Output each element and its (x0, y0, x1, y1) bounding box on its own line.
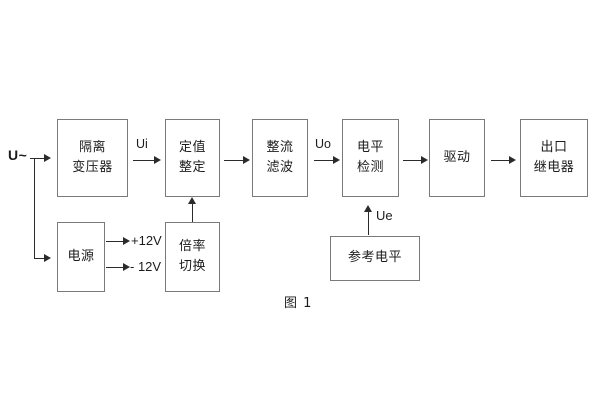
branch-to-transformer-arrowhead (44, 154, 51, 162)
block-output-relay-line-1: 出口 (540, 139, 568, 155)
block-isolation-transformer-line-1: 隔离 (78, 139, 106, 155)
block-level-detect-line-1: 电平 (356, 139, 384, 155)
block-isolation-transformer[interactable]: 隔离 变压器 (57, 119, 128, 197)
arrow-reference-to-level-arrowhead (364, 205, 372, 212)
arrow-drive-to-output-arrowhead (509, 156, 516, 164)
signal-label-uo: Uo (315, 137, 331, 151)
block-reference-level[interactable]: 参考电平 (330, 236, 420, 281)
block-multiplier-switch-line-1: 倍率 (178, 238, 206, 254)
block-rectify-filter-line-2: 滤波 (266, 160, 294, 175)
arrow-drive-to-output-line (491, 160, 512, 161)
arrow-setting-to-rectify-line (224, 160, 245, 161)
arrow-multiplier-to-setting-line (192, 203, 193, 222)
block-level-detect-line-2: 检测 (356, 160, 384, 175)
block-level-detect[interactable]: 电平 检测 (342, 119, 399, 197)
rail-positive-label: +12V (131, 233, 162, 248)
block-setting-value-line-2: 整定 (178, 160, 206, 175)
arrow-multiplier-to-setting-arrowhead (188, 197, 196, 204)
branch-to-power-arrowhead (44, 254, 51, 262)
arrow-reference-to-level-line (368, 211, 369, 235)
block-power-supply[interactable]: 电源 (57, 222, 105, 292)
block-multiplier-switch[interactable]: 倍率 切换 (165, 222, 220, 292)
block-rectify-filter[interactable]: 整流 滤波 (252, 119, 308, 197)
signal-label-ui: Ui (136, 137, 148, 151)
arrow-setting-to-rectify-arrowhead (243, 156, 250, 164)
arrow-rectify-to-level-line (314, 160, 335, 161)
source-label-u-ac: U~ (8, 147, 28, 163)
block-power-supply-line-1: 电源 (67, 248, 95, 264)
rail-negative-arrowhead (123, 263, 130, 271)
rail-negative-line (106, 267, 125, 268)
rail-positive-line (106, 241, 125, 242)
block-output-relay[interactable]: 出口 继电器 (520, 119, 588, 197)
block-isolation-transformer-line-2: 变压器 (72, 160, 113, 175)
arrow-rectify-to-level-arrowhead (333, 156, 340, 164)
figure-caption: 图 1 (284, 296, 313, 311)
block-drive-line-1: 驱动 (443, 149, 471, 165)
signal-label-ue: Ue (376, 208, 393, 223)
block-drive[interactable]: 驱动 (429, 119, 485, 197)
block-output-relay-line-2: 继电器 (533, 160, 575, 175)
block-setting-value-line-1: 定值 (178, 139, 206, 155)
rail-negative-label: - 12V (130, 259, 162, 274)
block-rectify-filter-line-1: 整流 (266, 139, 294, 155)
arrow-transformer-to-setting-line (133, 160, 156, 161)
rail-positive-arrowhead (123, 237, 130, 245)
input-branch-vertical (34, 158, 35, 258)
arrow-level-to-drive-line (403, 160, 424, 161)
arrow-transformer-to-setting-arrowhead (154, 156, 161, 164)
arrow-level-to-drive-arrowhead (421, 156, 428, 164)
branch-to-power-line (34, 258, 45, 259)
block-multiplier-switch-line-2: 切换 (178, 259, 206, 274)
block-setting-value[interactable]: 定值 整定 (165, 119, 220, 197)
block-reference-level-line-1: 参考电平 (347, 250, 402, 266)
branch-to-transformer-line (34, 158, 45, 159)
